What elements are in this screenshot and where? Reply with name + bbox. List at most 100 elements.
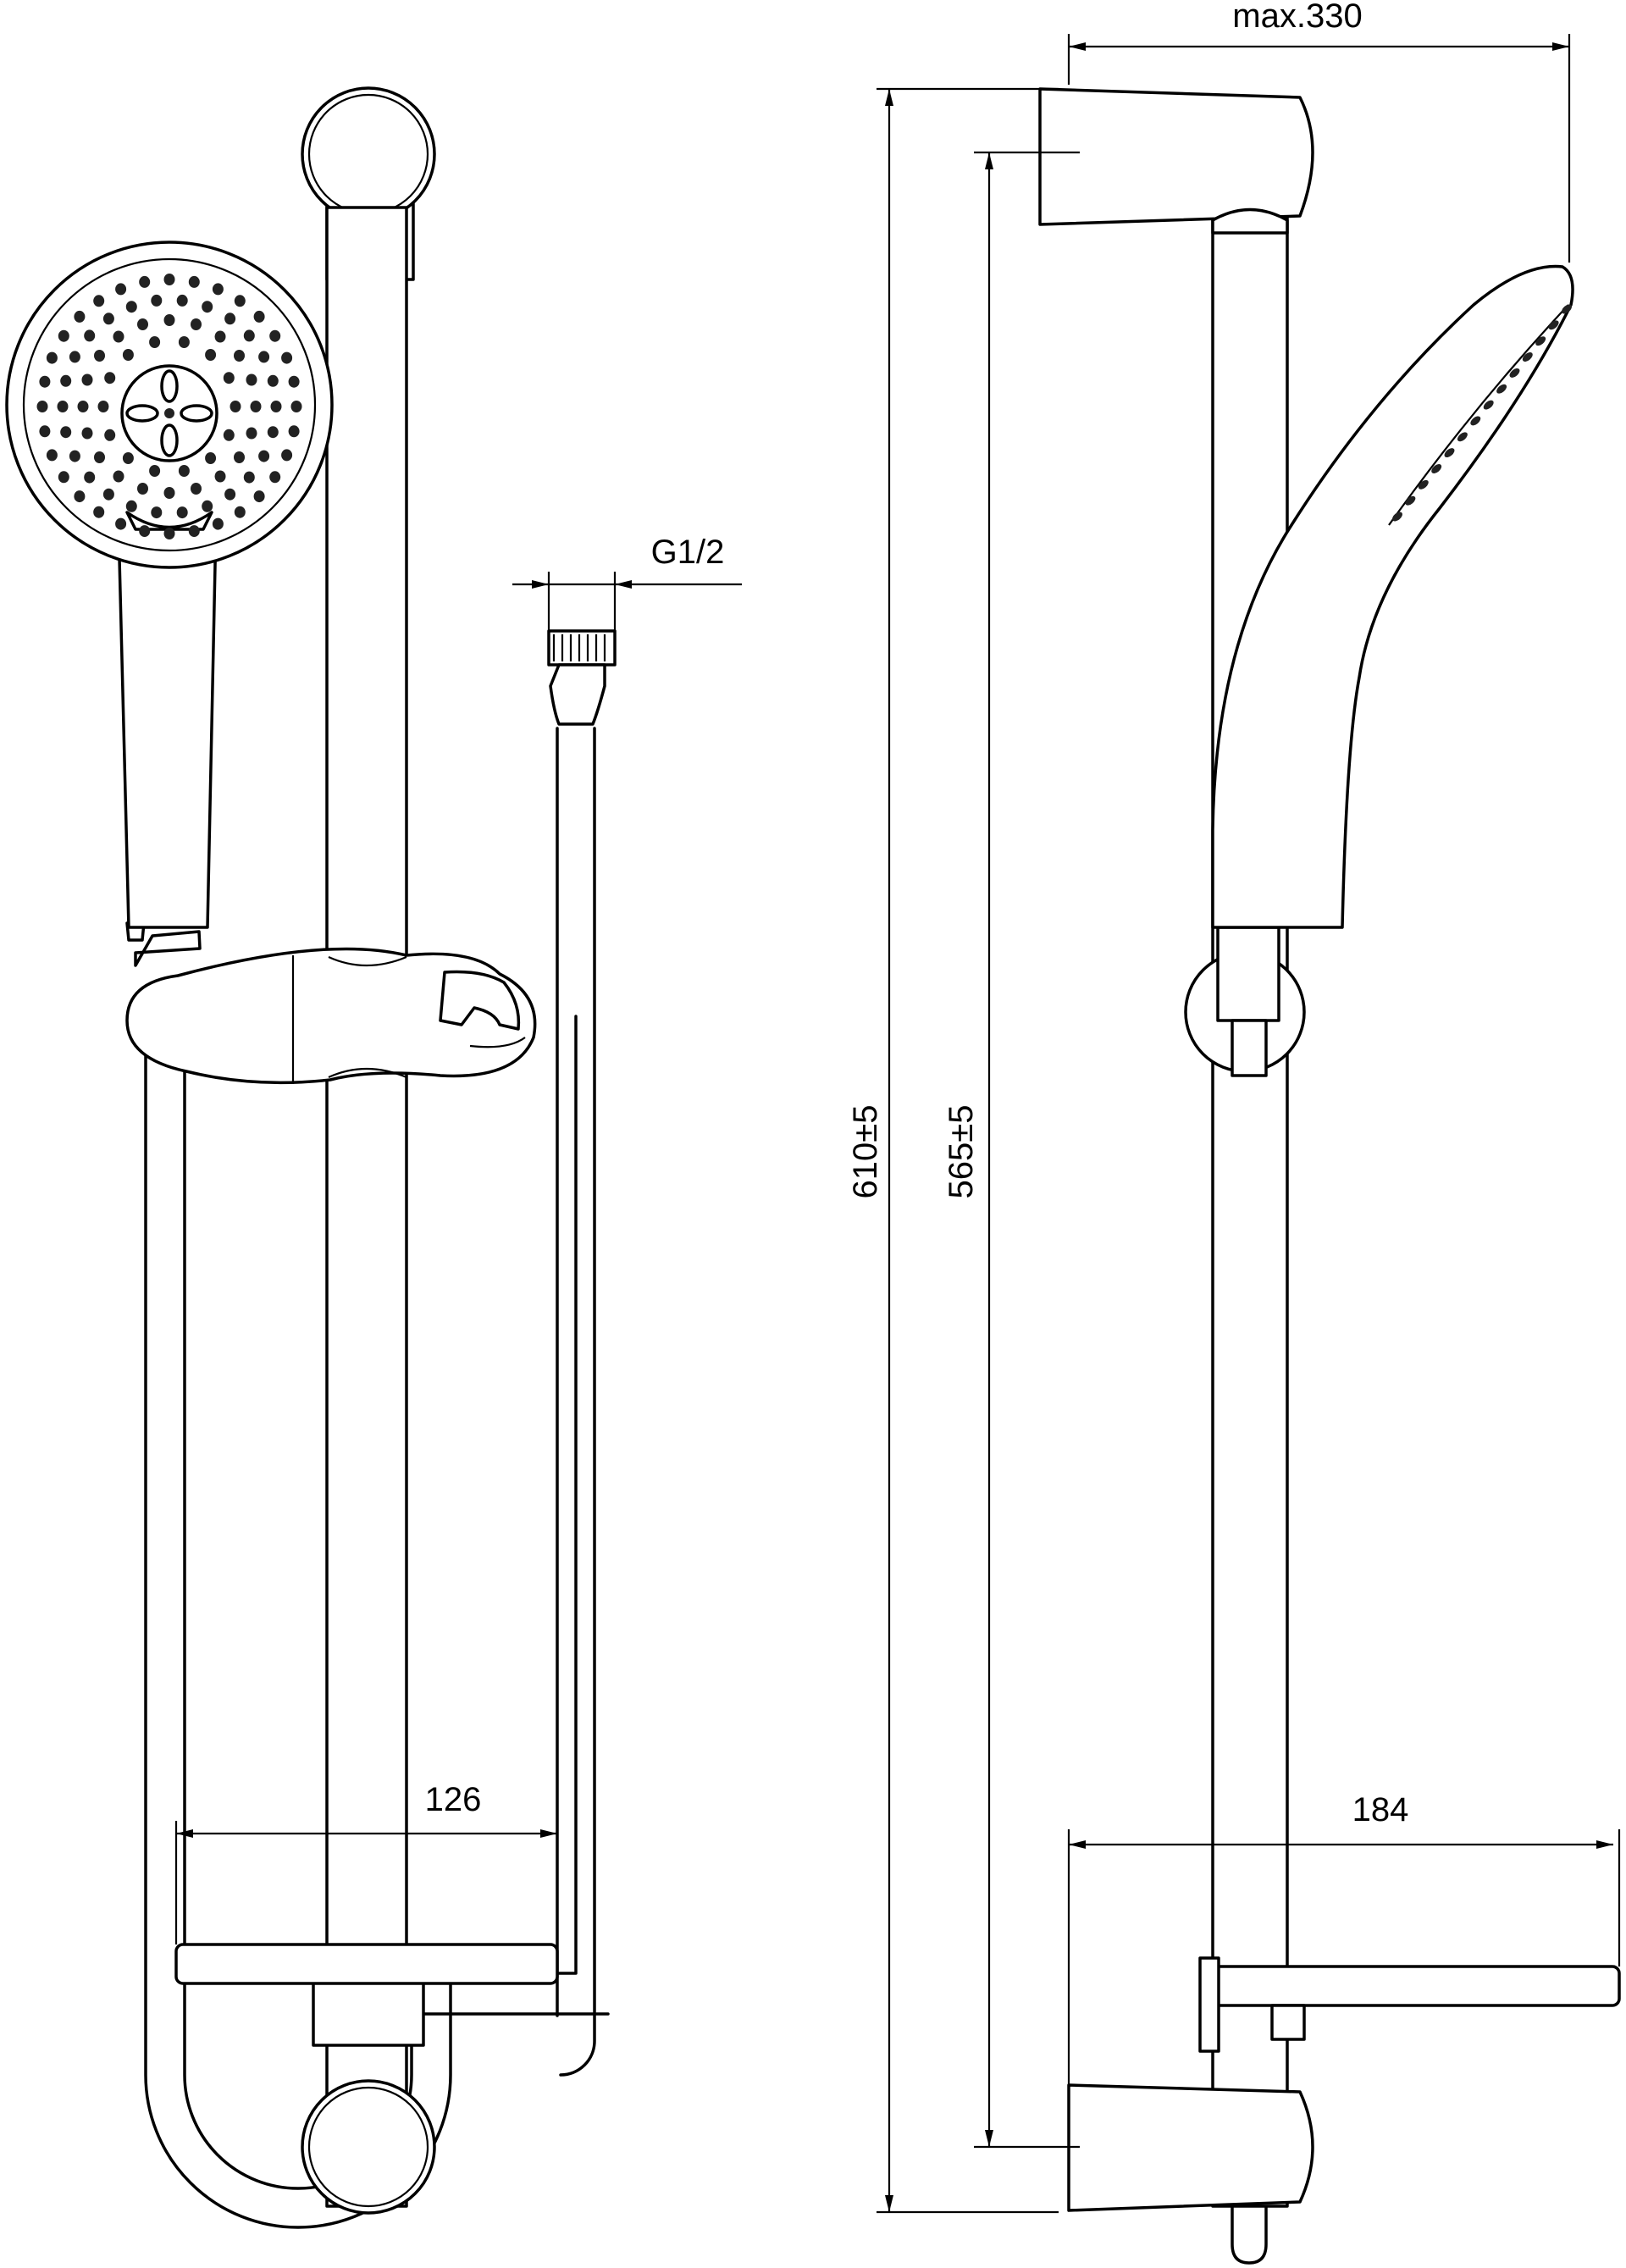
- nozzle-dot: [176, 294, 188, 307]
- nozzle-dot: [94, 451, 105, 463]
- nozzle-dot: [258, 450, 270, 462]
- hand-shower-front: [5, 241, 334, 942]
- nozzle-dot-side: [1535, 336, 1546, 346]
- nozzle-dot: [178, 336, 190, 348]
- nozzle-dot: [234, 350, 245, 362]
- spray-nozzles: [36, 274, 302, 539]
- nozzle-dot: [139, 525, 151, 538]
- nozzle-dot-side: [1405, 495, 1416, 506]
- nozzle-dot: [149, 465, 161, 477]
- nozzle-dot-side: [1483, 400, 1494, 410]
- nozzle-dot: [191, 318, 202, 330]
- slide-rail-front: [325, 206, 408, 2208]
- nozzle-dot-side: [1470, 416, 1481, 426]
- nozzle-dot-side: [1431, 464, 1442, 473]
- nozzle-dot: [163, 528, 175, 539]
- nozzle-dot: [253, 490, 265, 503]
- dimension-lines: max.330 G1/2 610±5 565±5 126 184: [174, 0, 1621, 2214]
- nozzle-dot: [93, 295, 105, 307]
- nozzle-dot: [115, 283, 127, 296]
- nozzle-dot: [224, 313, 236, 325]
- nozzle-dot: [39, 375, 51, 388]
- nozzle-dot: [234, 295, 246, 307]
- nozzle-dot: [125, 500, 137, 512]
- hand-shower-side: [1211, 264, 1574, 929]
- nozzle-dot: [246, 373, 257, 386]
- nozzle-dot: [202, 301, 213, 313]
- nozzle-dot-side: [1418, 479, 1429, 490]
- nozzle-dot: [122, 452, 134, 464]
- nozzle-dot: [69, 450, 80, 462]
- nozzle-dot: [139, 275, 151, 288]
- nozzle-dot: [36, 401, 48, 412]
- nozzle-dot: [137, 318, 148, 330]
- nozzle-dot: [104, 429, 116, 441]
- shower-hose-side: [1231, 1015, 1268, 2265]
- nozzle-dot: [223, 372, 235, 384]
- nozzle-dot: [281, 351, 293, 364]
- nozzle-dot: [60, 374, 72, 387]
- nozzle-dot: [113, 470, 124, 483]
- nozzle-dot: [39, 425, 51, 438]
- nozzle-dot: [223, 429, 235, 441]
- nozzle-dot: [84, 329, 96, 342]
- nozzle-dot: [214, 470, 226, 483]
- dim-total-height: 610±5: [847, 1105, 884, 1199]
- nozzle-dot: [81, 373, 93, 386]
- nozzle-dot: [250, 401, 262, 412]
- nozzle-dot: [202, 500, 213, 512]
- nozzle-dot-side: [1562, 304, 1572, 314]
- top-wall-bracket-side: [1038, 87, 1314, 235]
- slider-holder-side: [1184, 926, 1306, 1077]
- soap-dish-side: [1198, 1956, 1621, 2053]
- nozzle-dot: [163, 487, 175, 499]
- nozzle-dot: [149, 336, 161, 348]
- nozzle-dot: [253, 310, 265, 323]
- hose-connector-g12: [547, 629, 617, 726]
- slide-rail-side: [1211, 206, 1289, 2208]
- nozzle-dot: [205, 349, 217, 361]
- nozzle-dot: [243, 471, 255, 484]
- nozzle-dot-side: [1496, 384, 1507, 394]
- nozzle-dot: [224, 488, 236, 501]
- nozzle-dot-side: [1392, 512, 1402, 522]
- nozzle-dot: [258, 351, 270, 363]
- front-view: [5, 86, 617, 2229]
- slider-holder-front: [125, 930, 537, 1085]
- nozzle-dot: [205, 452, 217, 464]
- nozzle-dot: [269, 471, 281, 484]
- nozzle-dot: [137, 483, 148, 495]
- nozzle-dot: [281, 449, 293, 462]
- dim-bracket-distance: 565±5: [943, 1105, 980, 1199]
- spray-center-pattern: [125, 369, 213, 457]
- nozzle-dot: [113, 330, 124, 343]
- dim-soap-dish-front: 126: [425, 1781, 482, 1818]
- nozzle-dot: [93, 506, 105, 518]
- nozzle-dot: [104, 372, 116, 384]
- bottom-wall-bracket-side: [1067, 2083, 1314, 2212]
- nozzle-dot: [58, 471, 69, 484]
- nozzle-dot: [163, 274, 175, 285]
- nozzle-dot: [214, 330, 226, 343]
- nozzle-dot-side: [1444, 448, 1455, 458]
- nozzle-dot: [74, 310, 86, 323]
- nozzle-dot: [191, 483, 202, 495]
- nozzle-dot: [60, 426, 72, 439]
- nozzle-dot: [97, 401, 109, 412]
- nozzle-dot: [267, 374, 279, 387]
- nozzle-dot: [151, 294, 163, 307]
- nozzle-dot: [270, 401, 282, 412]
- spray-nozzles-side: [1392, 304, 1572, 522]
- nozzle-dot: [122, 349, 134, 361]
- nozzle-dot: [69, 351, 80, 363]
- nozzle-dot: [188, 275, 200, 288]
- nozzle-dot: [176, 506, 188, 519]
- nozzle-dot: [288, 375, 300, 388]
- nozzle-dot: [57, 401, 69, 412]
- nozzle-dot-side: [1548, 320, 1559, 330]
- nozzle-dot: [46, 449, 58, 462]
- nozzle-dot: [81, 427, 93, 440]
- nozzle-dot: [102, 313, 114, 325]
- nozzle-dot: [102, 488, 114, 501]
- soap-dish-front: [174, 1943, 559, 1985]
